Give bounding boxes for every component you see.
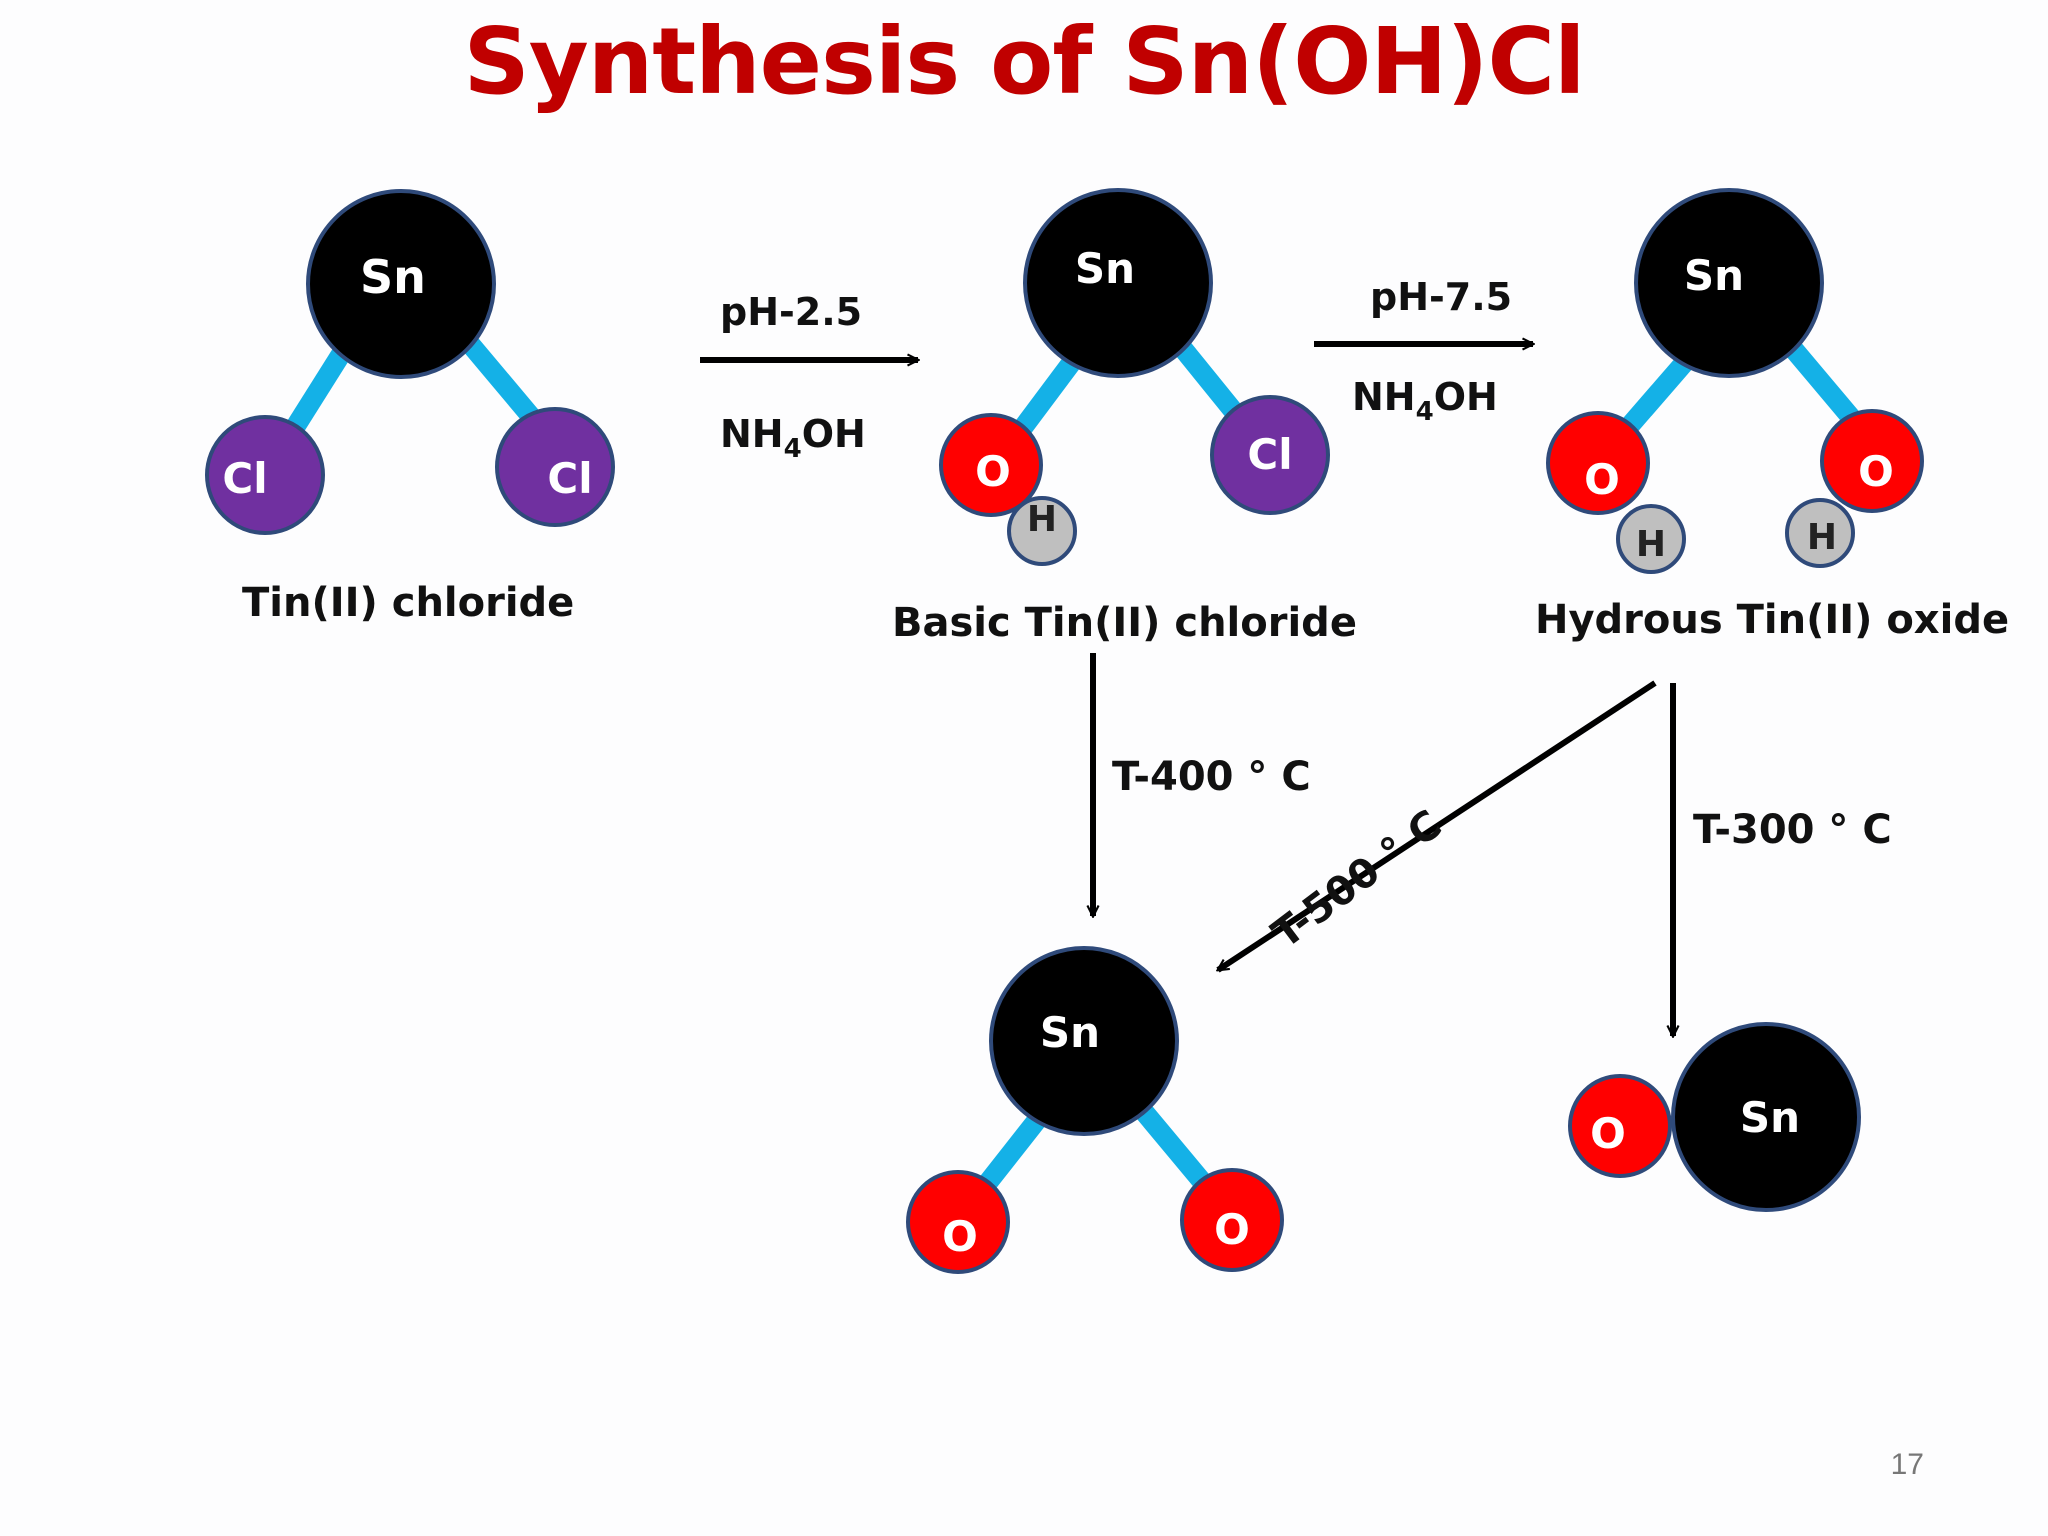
condition-step2: pH-7.5 xyxy=(1370,275,1512,319)
atom-cl-label: Cl xyxy=(222,454,267,503)
atom-sn-label: Sn xyxy=(1740,1093,1800,1142)
atom-cl-label: Cl xyxy=(1247,430,1292,479)
molecule-hydrous-tin-oxide: Sn O O H H xyxy=(1546,188,1924,574)
condition-step5: T-300 ° C xyxy=(1693,807,1892,853)
reagent-subscript: 4 xyxy=(784,434,802,464)
atom-o-label: O xyxy=(1590,1109,1626,1158)
atom-sn xyxy=(1671,1022,1861,1212)
reagent-tail: OH xyxy=(802,412,866,456)
atom-sn-label: Sn xyxy=(1684,251,1744,300)
condition-step1: pH-2.5 xyxy=(720,290,862,334)
atom-cl xyxy=(495,407,615,527)
reagent-step2: NH4OH xyxy=(1352,375,1498,427)
atom-o xyxy=(1568,1074,1672,1178)
reagent-subscript: 4 xyxy=(1416,397,1434,427)
atom-sn xyxy=(989,946,1179,1136)
atom-cl xyxy=(205,415,325,535)
atom-sn-label: Sn xyxy=(360,250,426,304)
slide-title: Synthesis of Sn(OH)Cl xyxy=(463,8,1585,115)
molecule-basic-tin-chloride: Sn Cl O H xyxy=(939,188,1330,566)
atom-o xyxy=(906,1170,1010,1274)
reagent-main: NH xyxy=(720,412,784,456)
caption-tin-chloride: Tin(II) chloride xyxy=(242,580,575,626)
reagent-step1: NH4OH xyxy=(720,412,866,464)
condition-step3: T-400 ° C xyxy=(1112,754,1311,800)
atom-h-label: H xyxy=(1807,517,1837,558)
atom-sn xyxy=(1023,188,1213,378)
atom-sn-label: Sn xyxy=(1075,244,1135,293)
atom-cl xyxy=(1210,395,1330,515)
molecule-tin-chloride: Sn Cl Cl xyxy=(205,189,615,535)
atom-h-label: H xyxy=(1027,499,1057,540)
atom-o-label: O xyxy=(942,1212,978,1261)
atom-cl-label: Cl xyxy=(547,454,592,503)
atom-h xyxy=(1785,498,1855,568)
molecule-tin-oxide-bent: Sn O O xyxy=(906,946,1284,1274)
caption-basic-tin-chloride: Basic Tin(II) chloride xyxy=(892,600,1357,646)
atom-sn xyxy=(1634,188,1824,378)
atom-o-label: O xyxy=(975,447,1011,496)
condition-step4: T-500 ° C xyxy=(1264,801,1450,957)
page-number: 17 xyxy=(1890,1448,1924,1481)
atom-sn-label: Sn xyxy=(1040,1008,1100,1057)
atom-o xyxy=(1546,411,1650,515)
arrow-step4 xyxy=(1218,680,1657,973)
molecule-tin-oxide: O Sn xyxy=(1568,1022,1861,1212)
atom-o xyxy=(1180,1168,1284,1272)
atom-o xyxy=(939,413,1043,517)
atom-o-label: O xyxy=(1584,455,1620,504)
atom-h xyxy=(1616,504,1686,574)
reagent-tail: OH xyxy=(1434,375,1498,419)
atom-o-label: O xyxy=(1214,1205,1250,1254)
atom-o xyxy=(1820,409,1924,513)
reagent-main: NH xyxy=(1352,375,1416,419)
atom-h-label: H xyxy=(1636,524,1666,565)
atom-h xyxy=(1007,496,1077,566)
atom-sn xyxy=(306,189,496,379)
caption-hydrous-tin-oxide: Hydrous Tin(II) oxide xyxy=(1535,597,2010,643)
atom-o-label: O xyxy=(1858,447,1894,496)
